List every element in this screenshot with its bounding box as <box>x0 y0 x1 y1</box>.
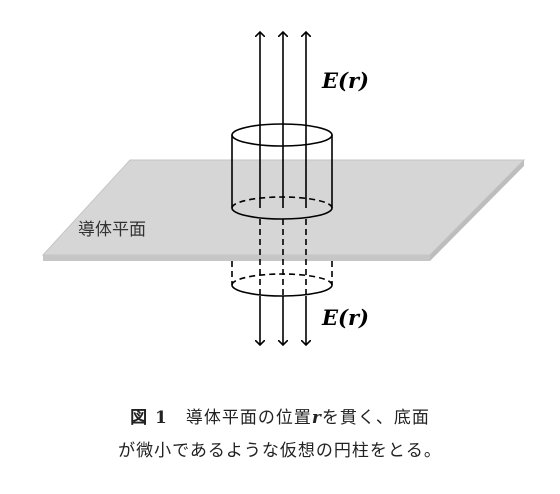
field-lines-inside-plane <box>259 219 307 296</box>
caption-text-b: を貫く、底面 <box>321 408 430 428</box>
cylinder-upper <box>231 123 333 220</box>
field-lines-down <box>260 296 306 345</box>
field-lines-up <box>260 32 306 208</box>
caption-line-1: 図 1 導体平面の位置rを貫く、底面 <box>0 403 560 428</box>
field-label-bottom: E(r) <box>321 305 369 330</box>
figure-label: 図 1 <box>130 408 168 428</box>
caption-line-2: が微小であるような仮想の円柱をとる。 <box>118 441 442 461</box>
field-label-top: E(r) <box>321 68 369 93</box>
caption-position-var: r <box>311 408 322 428</box>
plane-label: 導体平面 <box>78 220 146 240</box>
cylinder-lower <box>231 261 333 297</box>
cylinder-plane-ellipse-back <box>231 196 333 209</box>
caption-text-a: 導体平面の位置 <box>185 408 312 428</box>
